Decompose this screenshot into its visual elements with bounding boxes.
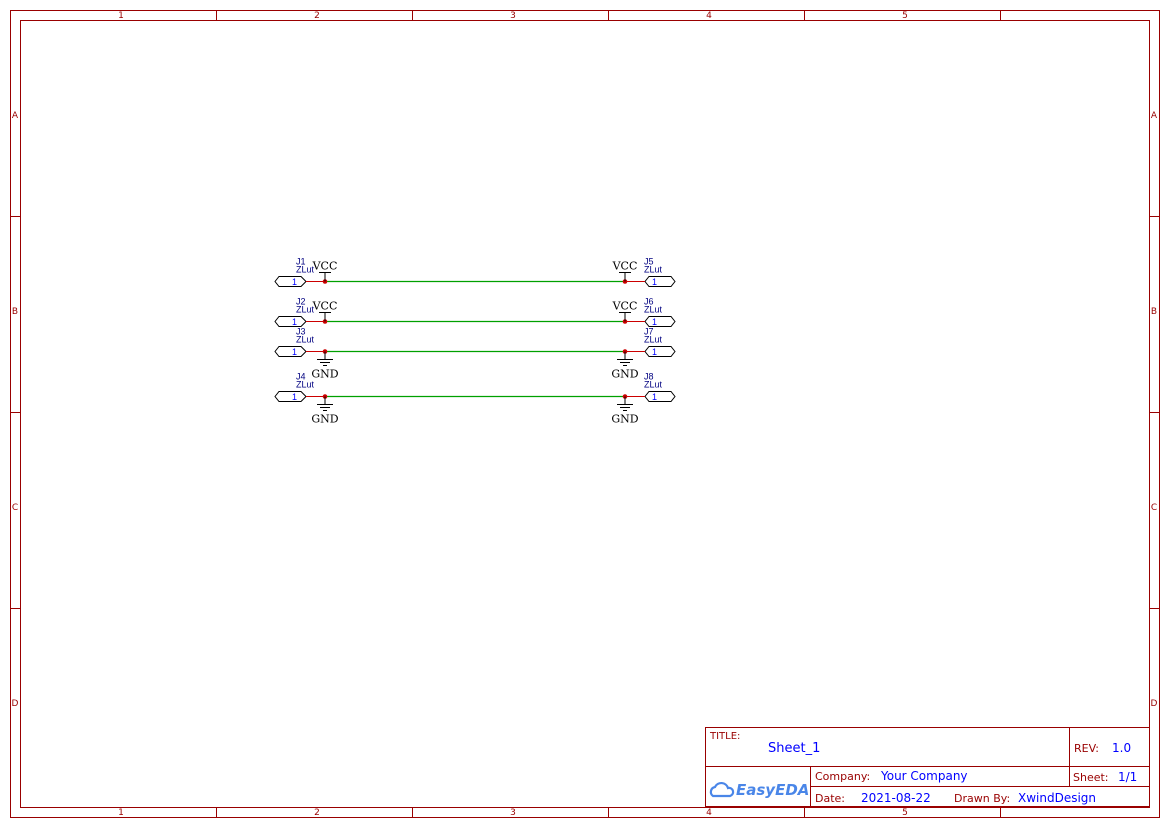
connector-body bbox=[274, 316, 307, 327]
sheet-value: 1/1 bbox=[1118, 770, 1137, 784]
row-label: D bbox=[12, 699, 19, 709]
column-label: 5 bbox=[902, 11, 908, 21]
column-label: 3 bbox=[510, 808, 516, 818]
connector-body bbox=[644, 276, 676, 287]
column-label: 1 bbox=[118, 808, 124, 818]
vcc-label: VCC bbox=[612, 300, 638, 313]
sheet-title: Sheet_1 bbox=[768, 741, 820, 756]
column-label: 3 bbox=[510, 11, 516, 21]
cloud-icon bbox=[709, 781, 735, 798]
vcc-label: VCC bbox=[312, 300, 338, 313]
connector-body bbox=[274, 391, 307, 402]
row-label: B bbox=[1151, 307, 1157, 317]
logo-text: EasyEDA bbox=[736, 781, 809, 799]
gnd-label: GND bbox=[611, 368, 638, 381]
date-label: Date: bbox=[815, 792, 845, 805]
row-label: C bbox=[1151, 503, 1157, 513]
company-label: Company: bbox=[815, 770, 870, 783]
connector-body bbox=[644, 391, 676, 402]
vcc-label: VCC bbox=[312, 260, 338, 273]
designator: J4 bbox=[296, 372, 306, 382]
part-value: ZLut bbox=[644, 380, 663, 390]
column-label: 2 bbox=[314, 808, 320, 818]
vcc-label: VCC bbox=[612, 260, 638, 273]
pin-number: 1 bbox=[292, 347, 297, 357]
row-label: D bbox=[1151, 699, 1158, 709]
drawn-by-value: XwindDesign bbox=[1018, 791, 1096, 805]
rev-value: 1.0 bbox=[1112, 741, 1131, 755]
gnd-label: GND bbox=[611, 413, 638, 426]
connector-body bbox=[274, 346, 307, 357]
part-value: ZLut bbox=[296, 335, 315, 345]
part-value: ZLut bbox=[644, 265, 663, 275]
title-label: TITLE: bbox=[709, 731, 740, 742]
gnd-label: GND bbox=[311, 413, 338, 426]
designator: J7 bbox=[644, 327, 654, 337]
title-block: TITLE: Sheet_1 REV: 1.0 Company: Your Co… bbox=[705, 727, 1150, 807]
designator: J5 bbox=[644, 257, 654, 267]
pin-number: 1 bbox=[652, 277, 657, 287]
connector-body bbox=[274, 276, 307, 287]
column-label: 2 bbox=[314, 11, 320, 21]
part-value: ZLut bbox=[644, 335, 663, 345]
part-value: ZLut bbox=[296, 265, 315, 275]
pin-number: 1 bbox=[292, 317, 297, 327]
part-value: ZLut bbox=[644, 305, 663, 315]
connector-body bbox=[644, 346, 676, 357]
pin-number: 1 bbox=[652, 347, 657, 357]
column-label: 5 bbox=[902, 808, 908, 818]
date-value: 2021-08-22 bbox=[861, 791, 931, 805]
designator: J2 bbox=[296, 297, 306, 307]
designator: J6 bbox=[644, 297, 654, 307]
designator: J8 bbox=[644, 372, 654, 382]
connector-body bbox=[644, 316, 676, 327]
column-label: 1 bbox=[118, 11, 124, 21]
drawn-by-label: Drawn By: bbox=[954, 792, 1010, 805]
designator: J1 bbox=[296, 257, 306, 267]
part-value: ZLut bbox=[296, 305, 315, 315]
pin-number: 1 bbox=[292, 277, 297, 287]
rev-label: REV: bbox=[1074, 742, 1099, 755]
row-label: A bbox=[12, 111, 19, 121]
row-label: B bbox=[12, 307, 18, 317]
pin-number: 1 bbox=[652, 317, 657, 327]
sheet-label: Sheet: bbox=[1073, 771, 1109, 784]
column-label: 4 bbox=[706, 808, 712, 818]
company-value: Your Company bbox=[880, 769, 968, 783]
row-label: A bbox=[1151, 111, 1158, 121]
sheet-frame bbox=[10, 10, 1160, 818]
part-value: ZLut bbox=[296, 380, 315, 390]
easyeda-logo: EasyEDA bbox=[709, 781, 809, 799]
designator: J3 bbox=[296, 327, 306, 337]
gnd-label: GND bbox=[311, 368, 338, 381]
column-label: 4 bbox=[706, 11, 712, 21]
pin-number: 1 bbox=[292, 392, 297, 402]
row-label: C bbox=[12, 503, 18, 513]
pin-number: 1 bbox=[652, 392, 657, 402]
